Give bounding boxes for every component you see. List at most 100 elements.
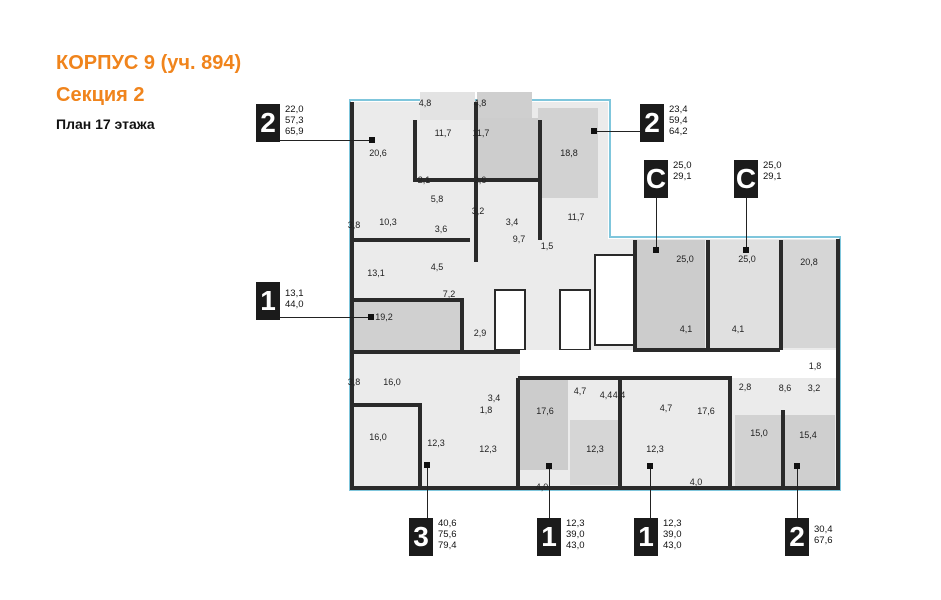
total-area: 29,1 bbox=[673, 171, 692, 182]
leader-line bbox=[797, 466, 798, 518]
living-area: 30,4 bbox=[814, 524, 833, 535]
room-area: 4,1 bbox=[731, 324, 745, 334]
room-area: 20,6 bbox=[369, 148, 387, 158]
room-area: 25,0 bbox=[738, 254, 756, 264]
total-area: 75,6 bbox=[438, 529, 457, 540]
living-area: 25,0 bbox=[763, 160, 782, 171]
room-area: 7,2 bbox=[442, 289, 456, 299]
room-area: 4,0 bbox=[535, 482, 549, 492]
room-area: 4,1 bbox=[679, 324, 693, 334]
leader-line bbox=[549, 466, 550, 518]
room-area: 12,3 bbox=[646, 444, 664, 454]
apartment-marker bbox=[591, 128, 597, 134]
living-area: 25,0 bbox=[673, 160, 692, 171]
living-area: 23,4 bbox=[669, 104, 688, 115]
room-area: 4,8 bbox=[473, 98, 487, 108]
room-count: 2 bbox=[785, 518, 809, 556]
room-count: 2 bbox=[640, 104, 664, 142]
room-area: 2,8 bbox=[738, 382, 752, 392]
total-area: 44,0 bbox=[285, 299, 304, 310]
apartment-marker bbox=[424, 462, 430, 468]
room-area: 17,6 bbox=[536, 406, 554, 416]
leader-line bbox=[656, 198, 657, 250]
room-area: 10,3 bbox=[379, 217, 397, 227]
living-area: 12,3 bbox=[663, 518, 682, 529]
room-area: 4,8 bbox=[418, 98, 432, 108]
room-area: 4,7 bbox=[573, 386, 587, 396]
room-area: 25,0 bbox=[676, 254, 694, 264]
room-area: 2,9 bbox=[473, 328, 487, 338]
room-area: 3,6 bbox=[434, 224, 448, 234]
room-area: 1,8 bbox=[808, 361, 822, 371]
total-area-with-balcony: 65,9 bbox=[285, 126, 304, 137]
room-count: 1 bbox=[537, 518, 561, 556]
apartment-marker bbox=[653, 247, 659, 253]
room-area: 16,0 bbox=[383, 377, 401, 387]
room-area: 3,8 bbox=[347, 377, 361, 387]
room-area: 2,1 bbox=[417, 175, 431, 185]
leader-line bbox=[650, 466, 651, 518]
room-area: 11,7 bbox=[567, 212, 585, 222]
room-area: 15,0 bbox=[750, 428, 768, 438]
room-area: 15,4 bbox=[799, 430, 817, 440]
apartment-marker bbox=[369, 137, 375, 143]
apartment-marker bbox=[368, 314, 374, 320]
room-area: 3,2 bbox=[471, 206, 485, 216]
apartment-marker bbox=[647, 463, 653, 469]
total-area: 59,4 bbox=[669, 115, 688, 126]
room-area: 12,3 bbox=[427, 438, 445, 448]
room-area: 12,3 bbox=[586, 444, 604, 454]
leader-line bbox=[594, 131, 640, 132]
room-area: 8,6 bbox=[778, 383, 792, 393]
room-count: 1 bbox=[256, 282, 280, 320]
leader-line bbox=[280, 140, 372, 141]
living-area: 13,1 bbox=[285, 288, 304, 299]
leader-line bbox=[746, 198, 747, 250]
leader-line bbox=[427, 465, 428, 518]
room-count: С bbox=[734, 160, 758, 198]
room-area: 1,8 bbox=[479, 405, 493, 415]
room-area: 11,7 bbox=[472, 128, 490, 138]
living-area: 12,3 bbox=[566, 518, 585, 529]
room-count: 1 bbox=[634, 518, 658, 556]
room-area: 13,1 bbox=[367, 268, 385, 278]
total-area-with-balcony: 64,2 bbox=[669, 126, 688, 137]
room-area: 12,3 bbox=[479, 444, 497, 454]
room-count: 3 bbox=[409, 518, 433, 556]
room-count: С bbox=[644, 160, 668, 198]
room-area: 4,0 bbox=[689, 477, 703, 487]
room-area: 16,0 bbox=[369, 432, 387, 442]
building-title: КОРПУС 9 (уч. 894) bbox=[56, 52, 242, 74]
total-area: 29,1 bbox=[763, 171, 782, 182]
total-area-with-balcony: 43,0 bbox=[663, 540, 682, 551]
room-area: 18,8 bbox=[560, 148, 578, 158]
floor-plan-title: План 17 этажа bbox=[56, 116, 155, 132]
apartment-marker bbox=[546, 463, 552, 469]
total-area: 39,0 bbox=[566, 529, 585, 540]
room-area: 3,4 bbox=[505, 217, 519, 227]
room-area: 20,8 bbox=[800, 257, 818, 267]
total-area: 57,3 bbox=[285, 115, 304, 126]
room-area: 4,4 bbox=[599, 390, 613, 400]
total-area-with-balcony: 79,4 bbox=[438, 540, 457, 551]
apartment-marker bbox=[794, 463, 800, 469]
room-area: 19,2 bbox=[375, 312, 393, 322]
room-area: 11,7 bbox=[434, 128, 452, 138]
room-area: 3,4 bbox=[487, 393, 501, 403]
total-area: 67,6 bbox=[814, 535, 833, 546]
room-area: 5,8 bbox=[430, 194, 444, 204]
room-count: 2 bbox=[256, 104, 280, 142]
room-area: 4,7 bbox=[659, 403, 673, 413]
room-area: 2,6 bbox=[473, 175, 487, 185]
apartment-marker bbox=[743, 247, 749, 253]
